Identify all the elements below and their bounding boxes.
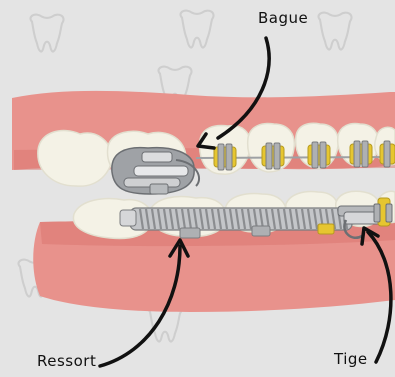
label-bague: Bague <box>258 9 308 27</box>
tooth-watermark-icon <box>30 15 63 52</box>
tooth-watermark-icon <box>318 13 351 50</box>
tooth-watermark-icon <box>180 11 213 48</box>
label-tige: Tige <box>334 350 368 368</box>
label-ressort: Ressort <box>37 352 96 370</box>
molar-band <box>112 148 199 194</box>
